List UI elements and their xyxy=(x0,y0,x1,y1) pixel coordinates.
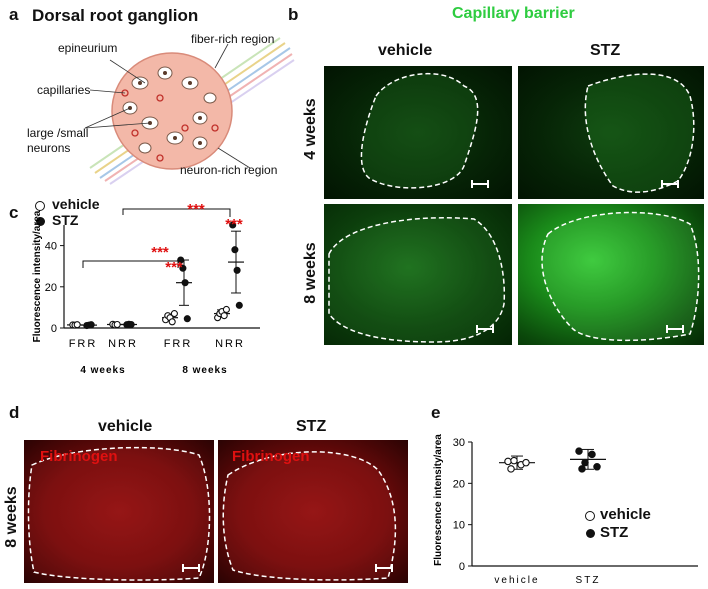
c-ytick-label-2: 40 xyxy=(45,241,57,253)
c-point-stz-2-0 xyxy=(177,256,185,264)
label-neurons: large /small neurons xyxy=(27,126,89,155)
e-ytick-label-1: 10 xyxy=(453,520,465,532)
c-point-vehicle-3-4 xyxy=(222,305,230,314)
c-point-stz-0-2 xyxy=(87,321,95,329)
c-point-vehicle-3-3 xyxy=(220,312,228,320)
c-ylabel: Fluorescence intensity/area xyxy=(32,210,43,342)
e-point-vehicle-3 xyxy=(522,458,530,467)
panel-a-letter: a xyxy=(9,5,19,24)
c-sig-nrr-bracket: *** xyxy=(187,201,205,218)
c-point-vehicle-2-3 xyxy=(168,318,176,326)
c-xtick-label-2: FRR xyxy=(164,338,193,350)
c-bracket-frr xyxy=(82,260,179,268)
micrograph-b-8w-vehicle xyxy=(324,204,512,345)
e-point-stz-1 xyxy=(588,450,596,459)
e-ytick-label-3: 30 xyxy=(453,437,465,449)
panel-b-col-stz: STZ xyxy=(590,42,621,59)
chart-e: 0 10 20 30 Fluorescence intensity/area vehicl… xyxy=(433,434,698,586)
c-point-stz-3-1 xyxy=(231,246,239,254)
e-ytick-label-0: 0 xyxy=(459,561,465,573)
stain-label-stz: Fibrinogen xyxy=(232,448,310,465)
panel-e-legend-vehicle: vehicle xyxy=(600,506,651,523)
c-xtick-label-1: NRR xyxy=(108,338,138,350)
e-xtick-label-1: STZ xyxy=(576,575,601,586)
panel-c-legend-vehicle-marker xyxy=(35,201,45,211)
e-point-vehicle-4 xyxy=(507,465,515,473)
micrograph-b-4w-stz xyxy=(518,66,704,199)
c-sig-frr: *** xyxy=(165,259,183,276)
c-sig-frr-bracket: *** xyxy=(151,244,169,261)
panel-b-letter: b xyxy=(288,5,299,24)
c-point-stz-3-2 xyxy=(233,266,241,274)
label-fiber-rich: fiber-rich region xyxy=(191,32,275,46)
c-point-stz-2-3 xyxy=(183,315,191,323)
panel-d-letter: d xyxy=(9,403,20,422)
label-capillaries: capillaries xyxy=(37,83,91,97)
panel-c-legend-stz-marker xyxy=(36,217,45,226)
e-point-stz-2 xyxy=(581,458,589,467)
panel-e-legend-vehicle-marker xyxy=(585,511,595,521)
c-sig-nrr: *** xyxy=(225,216,243,233)
label-epineurium: epineurium xyxy=(58,41,118,55)
drg-diagram xyxy=(84,37,295,185)
micrograph-b-8w-stz xyxy=(518,204,704,345)
c-xtick-label-0: FRR xyxy=(69,338,98,350)
c-group-label-1: 8 weeks xyxy=(182,365,227,376)
panel-c-letter: c xyxy=(9,203,19,222)
e-xtick-label-0: vehicle xyxy=(494,575,539,586)
c-point-stz-3-0 xyxy=(229,221,237,229)
c-point-stz-2-1 xyxy=(179,264,187,272)
c-bracket-nrr xyxy=(122,208,231,217)
panel-a-title: Dorsal root ganglion xyxy=(32,6,199,25)
panel-d-col-vehicle: vehicle xyxy=(98,418,153,435)
e-point-stz-4 xyxy=(578,465,586,473)
panel-b-title: Capillary barrier xyxy=(452,5,575,22)
panel-d-row-8w: 8 weeks xyxy=(3,486,20,548)
c-point-vehicle-2-4 xyxy=(170,310,178,318)
label-neuron-rich: neuron-rich region xyxy=(180,163,278,177)
c-point-vehicle-1-2 xyxy=(113,320,121,329)
e-ylabel: Fluorescence intensity/area xyxy=(433,434,444,566)
c-point-stz-1-2 xyxy=(127,320,135,329)
panel-b-row-4w: 4 weeks xyxy=(302,98,319,160)
e-point-stz-0 xyxy=(575,447,583,455)
panel-b-row-8w: 8 weeks xyxy=(302,242,319,304)
panel-e-legend-stz: STZ xyxy=(600,524,629,541)
c-ytick-label-1: 20 xyxy=(45,282,57,294)
panel-d-col-stz: STZ xyxy=(296,418,327,435)
e-point-vehicle-2 xyxy=(510,456,518,465)
micrograph-d-vehicle: Fibrinogen xyxy=(24,440,214,583)
c-ytick-label-0: 0 xyxy=(51,323,57,335)
panel-c-legend-vehicle: vehicle xyxy=(52,196,100,212)
stain-label-vehicle: Fibrinogen xyxy=(40,448,118,465)
e-point-vehicle-0 xyxy=(504,457,512,466)
e-point-stz-3 xyxy=(593,463,601,471)
panel-b-col-vehicle: vehicle xyxy=(378,42,433,59)
c-point-stz-3-3 xyxy=(235,301,243,309)
panel-e-letter: e xyxy=(431,403,441,422)
panel-e-legend-stz-marker xyxy=(586,529,595,538)
micrograph-d-stz: Fibrinogen xyxy=(218,440,408,583)
micrograph-b-4w-vehicle xyxy=(324,66,512,199)
c-point-stz-2-2 xyxy=(181,279,189,287)
panel-c-legend-stz: STZ xyxy=(52,212,79,228)
c-group-label-0: 4 weeks xyxy=(80,365,125,376)
c-point-vehicle-0-2 xyxy=(73,321,81,329)
e-ytick-label-2: 20 xyxy=(453,478,465,490)
c-xtick-label-3: NRR xyxy=(215,338,245,350)
